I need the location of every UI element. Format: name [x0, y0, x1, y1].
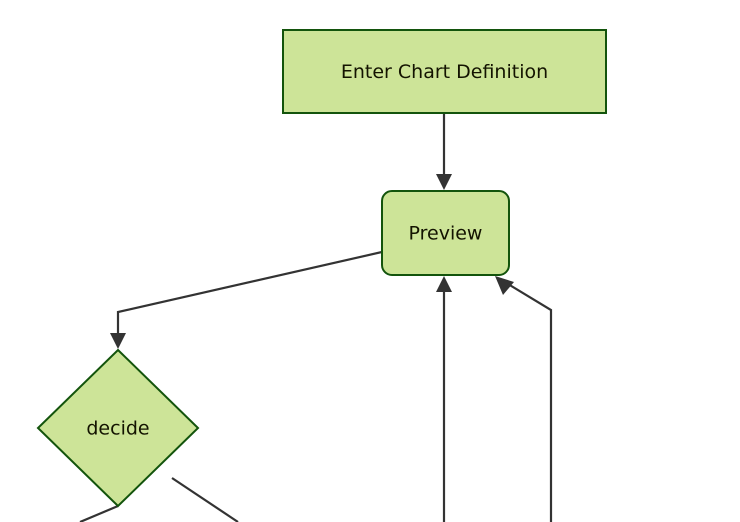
node-layer: Enter Chart Definition Preview decide — [36, 29, 607, 508]
node-enter-chart-definition[interactable]: Enter Chart Definition — [282, 29, 607, 114]
arrowhead-up-icon — [436, 276, 452, 292]
node-shape-diamond — [36, 348, 200, 508]
arrowhead-down-icon — [436, 174, 452, 190]
arrowhead-down-icon — [110, 333, 126, 349]
node-label-enter-chart-definition: Enter Chart Definition — [341, 61, 548, 83]
edge-decide-bottom-right[interactable] — [171, 477, 239, 522]
edge-line — [116, 250, 383, 338]
edge-line — [79, 504, 119, 522]
edge-bottom-center-to-preview[interactable] — [436, 276, 452, 522]
edge-layer — [79, 113, 553, 522]
node-decide[interactable]: decide — [36, 348, 200, 508]
node-label-preview: Preview — [409, 223, 483, 245]
edge-preview-to-decide[interactable] — [110, 250, 383, 349]
arrowhead-up-left-icon — [495, 276, 514, 295]
node-shape-rounded-rectangle — [381, 190, 510, 276]
edge-enter-to-preview[interactable] — [436, 113, 452, 190]
edge-bottom-right-to-preview[interactable] — [495, 276, 553, 522]
edge-line — [502, 280, 553, 522]
edge-decide-bottom-left[interactable] — [79, 504, 119, 522]
edge-line — [171, 477, 239, 522]
node-shape-rectangle — [282, 29, 607, 114]
node-preview[interactable]: Preview — [381, 190, 510, 276]
node-label-decide: decide — [86, 418, 149, 440]
